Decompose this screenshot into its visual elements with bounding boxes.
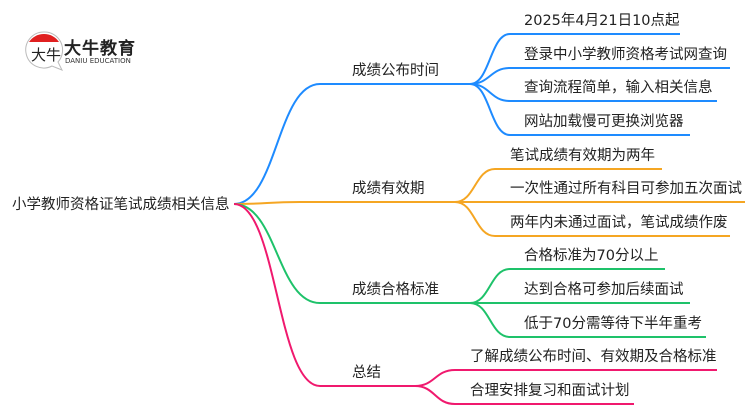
leaf-node: 低于70分需等待下半年重考 [524,316,702,332]
leaf-connector [469,67,730,85]
branch-connector [233,203,415,387]
branch-node: 成绩公布时间 [352,63,439,79]
branch-connector [233,201,455,205]
leaf-connector [454,168,662,203]
leaf-node: 2025年4月21日10点起 [524,13,680,29]
leaf-connector [469,83,690,136]
logo-mark-icon: 大牛 [25,31,64,71]
leaf-node: 网站加载慢可更换浏览器 [524,114,684,130]
leaf-node: 合理安排复习和面试计划 [470,383,630,399]
leaf-node: 合格标准为70分以上 [524,248,659,264]
leaf-node: 登录中小学教师资格考试网查询 [524,47,727,63]
leaf-connector [469,268,665,304]
leaf-node: 查询流程简单，输入相关信息 [524,80,713,96]
leaf-node: 笔试成绩有效期为两年 [510,148,655,164]
root-node: 小学教师资格证笔试成绩相关信息 [12,197,230,213]
leaf-connector [414,369,717,387]
branch-node: 成绩合格标准 [352,282,439,298]
leaf-node: 两年内未通过面试，笔试成绩作废 [510,215,728,231]
svg-text:大牛: 大牛 [31,46,61,64]
leaf-connector [454,201,730,237]
branch-node: 成绩有效期 [352,181,425,197]
leaf-node: 达到合格可参加后续面试 [524,282,684,298]
leaf-connector [469,302,706,338]
branch-connector [233,203,470,304]
logo-name-en: DANIU EDUCATION [65,57,131,65]
leaf-connector [469,33,680,85]
branch-connector [233,83,470,205]
leaf-node: 一次性通过所有科目可参加五次面试 [510,181,742,197]
branch-node: 总结 [352,365,381,381]
leaf-connector [414,385,634,405]
leaf-node: 了解成绩公布时间、有效期及合格标准 [470,349,717,365]
logo: 大牛 大牛教育 DANIU EDUCATION [22,28,142,72]
logo-name-cn: 大牛教育 [64,39,136,59]
